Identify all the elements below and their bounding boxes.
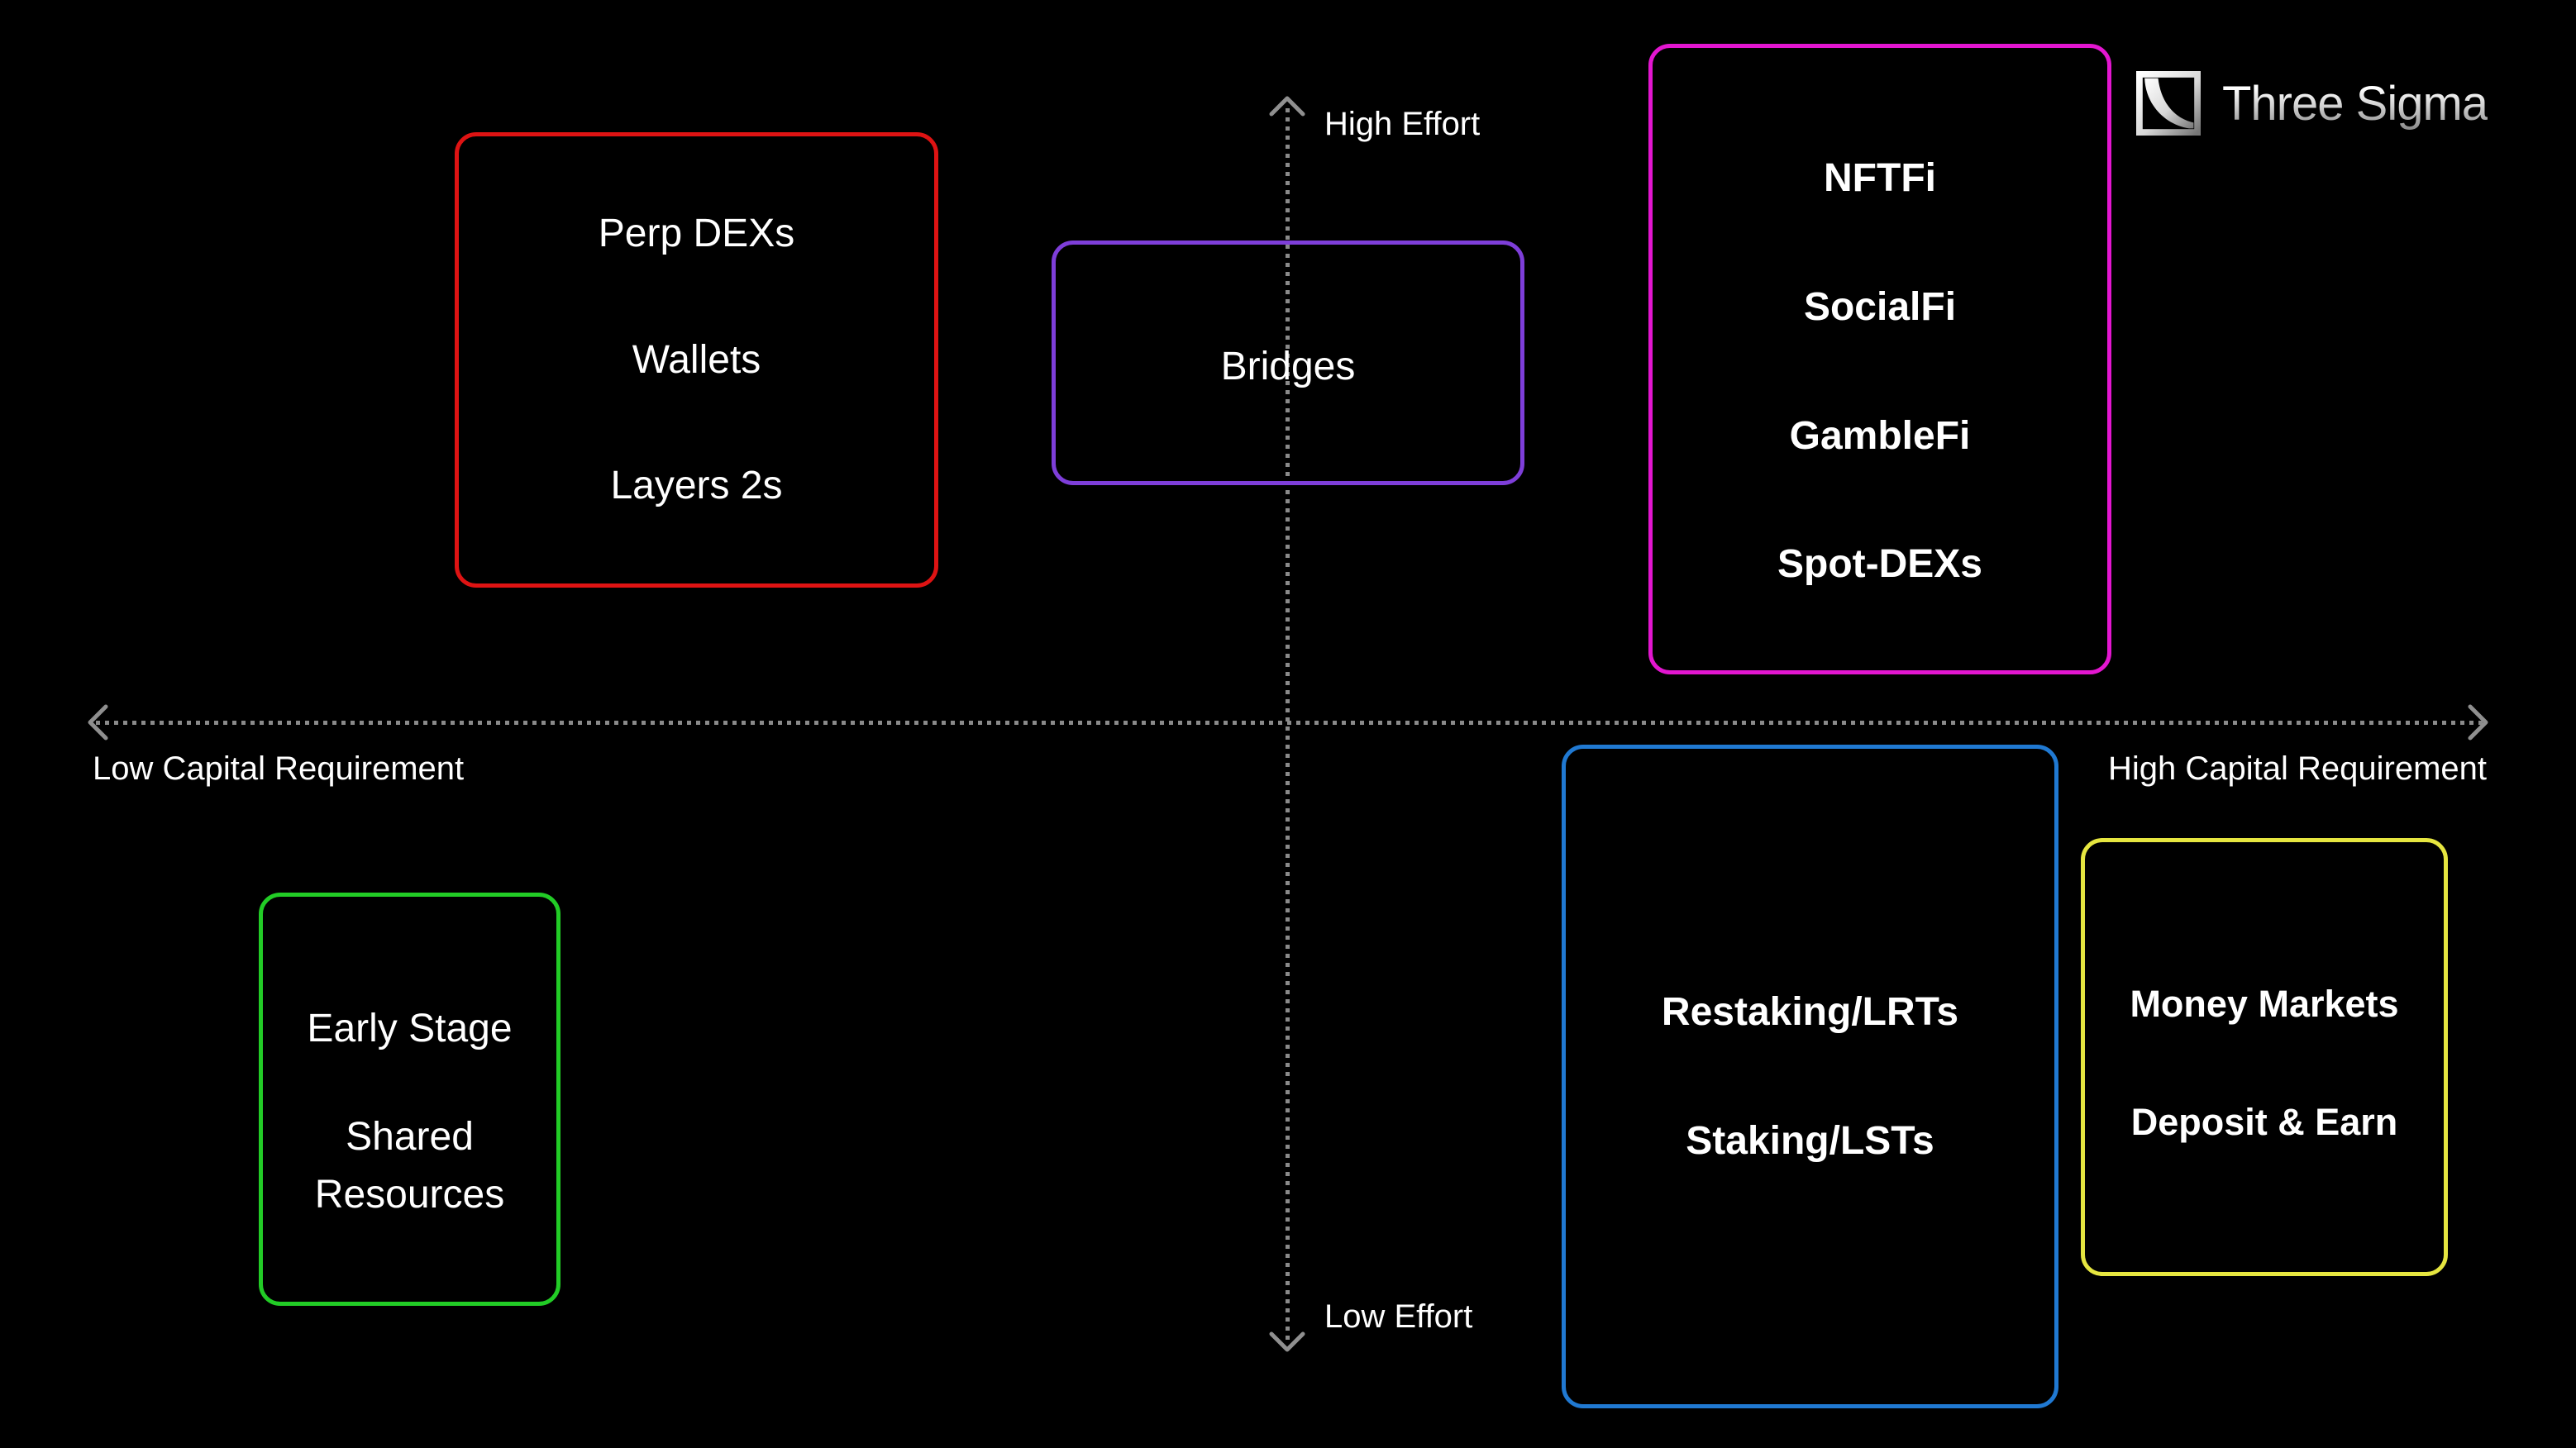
box-item-label: Wallets (632, 337, 761, 382)
axis-label-high-capital-requirement: High Capital Requirement (2107, 750, 2487, 787)
axis-label-high-effort: High Effort (1324, 106, 1481, 142)
box-item-label: Bridges (1220, 345, 1356, 389)
category-box-bottom-left: Early Stage Shared Resources (259, 893, 561, 1306)
box-item-label: Early Stage (307, 1006, 513, 1050)
box-item-label: Layers 2s (610, 464, 783, 508)
box-item-label: GambleFi (1789, 413, 1971, 458)
category-box-bottom-far-right: Money Markets Deposit & Earn (2081, 838, 2448, 1276)
box-item-label: Staking/LSTs (1686, 1118, 1934, 1163)
box-item-label: Shared Resources (314, 1115, 505, 1217)
arrow-right-icon (2468, 704, 2488, 741)
box-item-label: Perp DEXs (598, 212, 795, 255)
arrow-down-icon (1269, 1331, 1305, 1352)
box-item-label: Deposit & Earn (2130, 1100, 2398, 1143)
box-item-label: SocialFi (1803, 284, 1957, 329)
category-box-top-center: Bridges (1052, 241, 1524, 485)
axis-label-low-effort: Low Effort (1324, 1298, 1473, 1335)
box-item-label: NFTFi (1824, 156, 1936, 201)
category-box-top-right: NFTFi SocialFi GambleFi Spot-DEXs (1648, 44, 2111, 674)
category-box-bottom-right: Restaking/LRTs Staking/LSTs (1562, 745, 2058, 1408)
horizontal-axis-dotted-line (96, 721, 2483, 725)
axis-label-low-capital-requirement: Low Capital Requirement (93, 750, 465, 787)
three-sigma-logo: Three Sigma (2136, 71, 2488, 136)
three-sigma-wordmark: Three Sigma (2222, 76, 2488, 131)
three-sigma-curve-icon (2136, 71, 2201, 136)
arrow-up-icon (1269, 96, 1305, 117)
box-item-label: Money Markets (2130, 983, 2399, 1026)
box-item-label: Spot-DEXs (1777, 542, 1982, 587)
category-box-top-left: Perp DEXs Wallets Layers 2s (455, 132, 938, 588)
arrow-left-icon (88, 704, 108, 741)
box-item-label: Restaking/LRTs (1661, 989, 1959, 1034)
